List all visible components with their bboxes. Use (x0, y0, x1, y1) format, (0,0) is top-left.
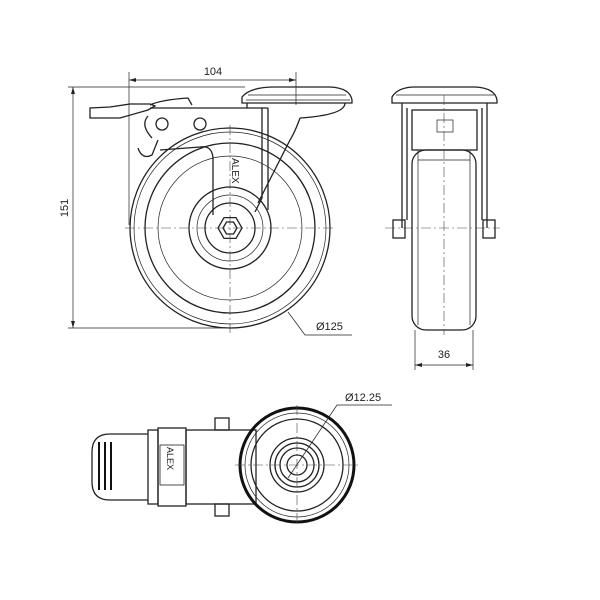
axle-diameter-label: Ø12.25 (345, 392, 381, 404)
bottom-view: ALEX (91, 405, 360, 525)
dimension-mounting-width: 104 (128, 66, 297, 225)
side-view: ALEX (89, 86, 353, 335)
mounting-width-label: 104 (204, 66, 222, 78)
wheel-width-label: 36 (438, 349, 450, 361)
brand-label-side: ALEX (229, 158, 240, 184)
dimension-wheel-width: 36 (414, 330, 474, 370)
dimension-axle-diameter: Ø12.25 (287, 392, 392, 479)
dimension-overall-height: 151 (59, 86, 245, 329)
brand-label-bottom: ALEX (165, 447, 175, 470)
wheel-diameter-label: Ø125 (316, 321, 343, 333)
front-view (385, 86, 500, 335)
overall-height-label: 151 (59, 199, 71, 217)
dimension-wheel-diameter: Ø125 (287, 311, 352, 336)
